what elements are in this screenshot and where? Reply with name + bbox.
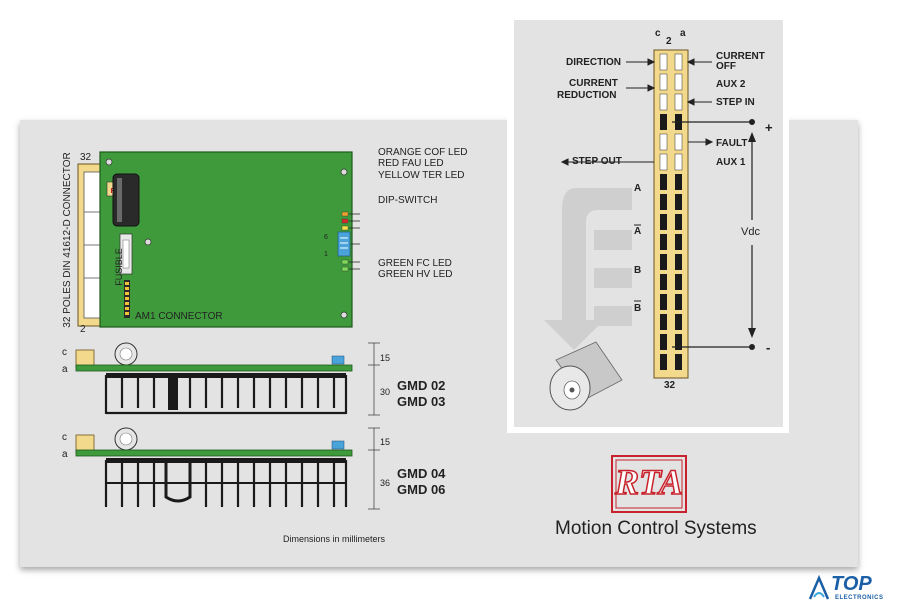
side-b-dim-36: 36 xyxy=(380,478,391,488)
side-b-dim-15: 15 xyxy=(380,437,391,447)
red-led-label: RED FAU LED xyxy=(378,158,444,169)
side-a-a: a xyxy=(62,364,68,375)
aux2-label: AUX 2 xyxy=(716,79,746,90)
green-hv-led-label: GREEN HV LED xyxy=(378,269,453,280)
model-gmd-04: GMD 04 xyxy=(397,466,446,481)
side-view-b xyxy=(75,427,380,510)
yellow-led-label: YELLOW TER LED xyxy=(378,170,465,181)
dip-6-label: 6 xyxy=(324,234,328,241)
am1-label: AM1 CONNECTOR xyxy=(135,311,223,322)
connector-pins xyxy=(659,53,683,370)
connector-label: 32 POLES DIN 41612-D CONNECTOR xyxy=(62,152,73,328)
green-fc-led-label: GREEN FC LED xyxy=(378,258,452,269)
tagline: Motion Control Systems xyxy=(555,518,757,539)
phase-a-label: A xyxy=(634,183,642,194)
fault-label: FAULT xyxy=(716,138,748,149)
current-reduction-label-2: REDUCTION xyxy=(557,90,617,101)
orange-led-label: ORANGE COF LED xyxy=(378,147,468,158)
stepper-motor xyxy=(549,341,623,411)
rta-logo xyxy=(611,455,687,513)
top-logo-text: TOP xyxy=(831,573,872,595)
pin-32-label: 32 xyxy=(664,380,676,391)
direction-label: DIRECTION xyxy=(566,57,621,68)
col-c-label: c xyxy=(655,28,661,39)
pinout-connector xyxy=(653,49,689,379)
side-b-c: c xyxy=(62,432,67,443)
dip-1-label: 1 xyxy=(324,251,328,258)
col-a-label: a xyxy=(680,28,686,39)
rta-logo-text: RTA xyxy=(614,461,684,503)
side-a-dim-30: 30 xyxy=(380,387,391,397)
top-logo-sub: ELECTRONICS xyxy=(835,595,884,601)
current-off-label-2: OFF xyxy=(716,61,736,72)
motor-flow-arrow xyxy=(544,188,632,350)
top-logo-icon xyxy=(808,575,830,600)
model-gmd-02: GMD 02 xyxy=(397,378,446,393)
step-in-label: STEP IN xyxy=(716,97,755,108)
side-view-a xyxy=(75,342,380,416)
pinout-diagram xyxy=(544,49,756,411)
minus-label: - xyxy=(766,340,771,355)
phase-b-label: B xyxy=(634,265,642,276)
plus-label: + xyxy=(765,120,773,135)
pcb xyxy=(99,151,353,328)
side-b-a: a xyxy=(62,449,68,460)
side-a-c: c xyxy=(62,347,67,358)
dip-switch xyxy=(337,231,351,257)
dimensions-note: Dimensions in millimeters xyxy=(283,534,386,544)
side-a-dim-15: 15 xyxy=(380,353,391,363)
pin-bottom-label: 2 xyxy=(80,324,86,335)
phase-b-bar-label: B xyxy=(634,303,642,314)
col-2-label: 2 xyxy=(666,36,672,47)
phase-a-bar-label: A xyxy=(634,226,642,237)
vdc-label: Vdc xyxy=(741,226,760,238)
model-gmd-03: GMD 03 xyxy=(397,394,446,409)
current-reduction-label-1: CURRENT xyxy=(569,78,618,89)
step-out-label: STEP OUT xyxy=(572,156,622,167)
am1-connector xyxy=(124,280,130,318)
aux1-label: AUX 1 xyxy=(716,157,746,168)
pin-top-label: 32 xyxy=(80,152,92,163)
current-off-label-1: CURRENT xyxy=(716,51,765,62)
dip-switch-label: DIP-SWITCH xyxy=(378,195,438,206)
model-gmd-06: GMD 06 xyxy=(397,482,446,497)
capacitor xyxy=(112,173,140,227)
fuse-label: FUSIBLE xyxy=(114,248,124,286)
board-top-view: R xyxy=(77,151,360,328)
